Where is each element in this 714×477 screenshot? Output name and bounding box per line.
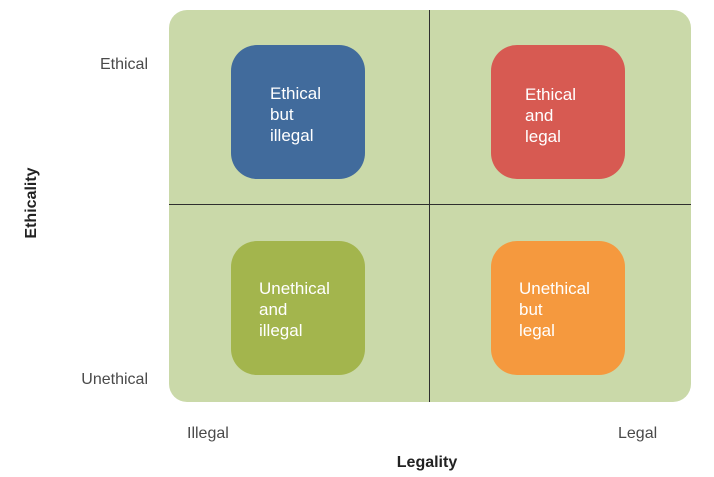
quadrant-text-line: Ethical xyxy=(270,84,322,103)
quadrant-unethical-but-legal: Unethical but legal xyxy=(491,241,625,375)
quadrant-text-line: illegal xyxy=(259,321,303,340)
y-axis-label-unethical: Unethical xyxy=(81,371,148,388)
x-axis-title: Legality xyxy=(396,454,458,471)
quadrant-ethical-and-legal: Ethical and legal xyxy=(491,45,625,179)
quadrant-text-line: illegal xyxy=(270,126,314,145)
quadrant-unethical-and-illegal: Unethical and illegal xyxy=(231,241,365,375)
y-axis-title: Ethicality xyxy=(23,167,40,239)
quadrant-text-line: and xyxy=(525,106,554,125)
quadrant-text-line: and xyxy=(259,300,288,319)
quadrant-text-line: but xyxy=(519,300,543,319)
quadrant-board: Ethical but illegal Ethical and legal Un… xyxy=(169,10,691,402)
vertical-divider xyxy=(429,10,430,402)
quadrant-text-line: Unethical xyxy=(519,279,590,298)
x-axis-label-legal: Legal xyxy=(618,425,658,442)
quadrant-text-line: Unethical xyxy=(259,279,330,298)
y-axis-label-ethical: Ethical xyxy=(99,56,148,73)
quadrant-text-line: legal xyxy=(525,127,561,146)
quadrant-text-line: legal xyxy=(519,321,555,340)
horizontal-divider xyxy=(169,204,691,205)
quadrant-ethical-but-illegal: Ethical but illegal xyxy=(231,45,365,179)
quadrant-text-line: Ethical xyxy=(525,85,577,104)
quadrant-text-line: but xyxy=(270,105,294,124)
x-axis-label-illegal: Illegal xyxy=(187,425,229,442)
